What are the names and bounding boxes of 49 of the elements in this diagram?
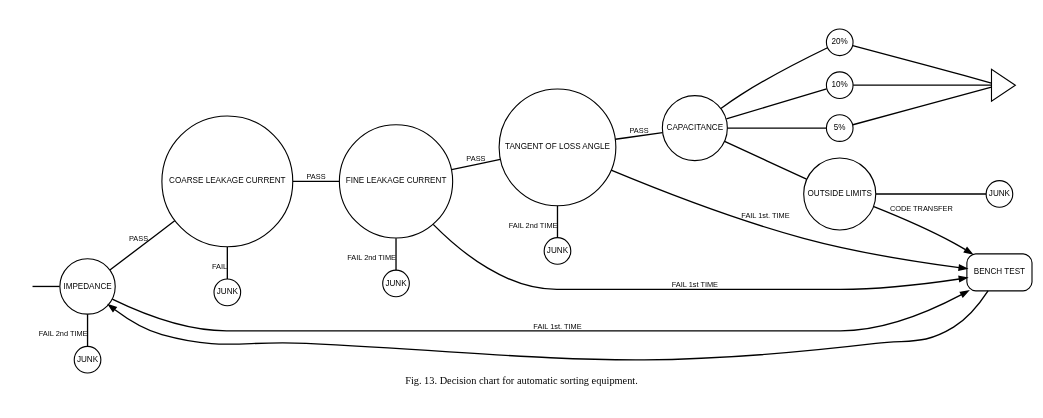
node-circle: 20% [825, 27, 854, 56]
connector [852, 86, 993, 125]
connector [852, 84, 993, 86]
node-circle: 5% [825, 113, 854, 142]
edge-label: FAIL 1st. TIME [741, 210, 790, 220]
connector [109, 219, 176, 271]
node-triangle [990, 67, 1017, 102]
arrow [107, 289, 989, 361]
connector [852, 44, 993, 84]
edge-label: FAIL [211, 261, 228, 271]
connector [86, 313, 89, 347]
connector [450, 158, 501, 170]
edge-label: FAIL 2nd TIME [38, 328, 88, 338]
node-circle: 10% [825, 70, 854, 99]
connector [292, 180, 341, 182]
connector [875, 192, 987, 195]
caption: Fig. 13. Decision chart for automatic sorting equipment. [405, 374, 638, 386]
node-circle: FINE LEAKAGE CURRENT [338, 123, 454, 239]
node-circle: JUNK [382, 269, 410, 297]
edge-label: PASS [629, 125, 649, 135]
connector [723, 140, 808, 180]
arrow [432, 223, 969, 290]
connector [556, 204, 559, 238]
edge-label: CODE TRANSFER [889, 203, 953, 213]
node-circle: JUNK [985, 179, 1014, 208]
connector [720, 46, 829, 109]
edge-label: FAIL 1st. TIME [533, 321, 582, 331]
connector [726, 126, 827, 129]
connector [31, 285, 61, 287]
arrow [873, 205, 974, 255]
connector [614, 131, 664, 140]
edge-label: FAIL 1st TIME [671, 279, 719, 289]
edge-label: FAIL 2nd TIME [508, 220, 558, 230]
node-box: BENCH TEST [966, 252, 1033, 291]
edge-label: PASS [306, 171, 326, 181]
connector [226, 245, 228, 280]
connector [725, 87, 828, 120]
edge-label: PASS [129, 233, 149, 243]
arrow [610, 169, 969, 271]
arrow [111, 289, 970, 331]
node-circle: CAPACITANCE [661, 94, 728, 161]
node-circle: OUTSIDE LIMITS [803, 156, 877, 231]
connector [395, 237, 397, 271]
node-circle: TANGENT OF LOSS ANGLE [498, 87, 617, 206]
node-circle: COARSE LEAKAGE CURRENT [161, 114, 294, 247]
node-circle: JUNK [213, 278, 242, 306]
node-circle: JUNK [543, 236, 572, 265]
edge-label: PASS [466, 153, 486, 163]
node-circle: JUNK [73, 345, 102, 374]
